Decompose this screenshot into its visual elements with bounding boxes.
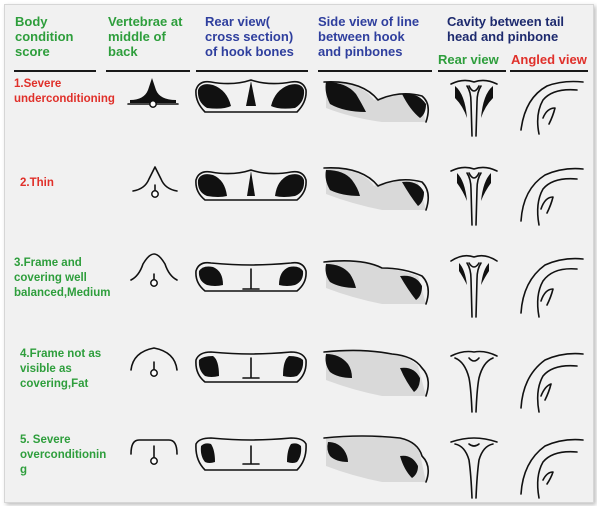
score-label-5: 5. Severe overconditionin g bbox=[20, 433, 106, 478]
vertebra-drawing-4 bbox=[127, 344, 181, 384]
hook-cross-section-1 bbox=[193, 76, 309, 116]
header-rule bbox=[318, 70, 432, 72]
header-cavity-rear: Rear view bbox=[438, 52, 499, 67]
side-view-drawing-2 bbox=[322, 164, 432, 210]
side-view-drawing-3 bbox=[322, 256, 432, 304]
score-label-4: 4.Frame not as visible as covering,Fat bbox=[20, 347, 101, 392]
side-view-drawing-1 bbox=[322, 78, 432, 122]
header-rear-view: Rear view( cross section) of hook bones bbox=[205, 14, 294, 59]
side-view-drawing-4 bbox=[322, 346, 432, 396]
header-rule bbox=[14, 70, 96, 72]
cavity-rear-view-2 bbox=[445, 165, 503, 227]
header-rule bbox=[510, 70, 588, 72]
hook-cross-section-3 bbox=[193, 255, 309, 295]
vertebra-drawing-3 bbox=[127, 252, 181, 292]
cavity-angled-view-3 bbox=[517, 253, 585, 319]
header-cavity: Cavity between tail head and pinbone bbox=[447, 14, 564, 44]
header-rule bbox=[438, 70, 506, 72]
cavity-rear-view-4 bbox=[445, 348, 503, 414]
cavity-angled-view-4 bbox=[517, 348, 585, 414]
cavity-angled-view-5 bbox=[517, 434, 585, 500]
score-label-2: 2.Thin bbox=[20, 176, 54, 191]
score-label-1: 1.Severe underconditioning bbox=[14, 77, 115, 107]
vertebra-drawing-5 bbox=[127, 434, 181, 474]
header-cavity-angled: Angled view bbox=[511, 52, 587, 67]
side-view-drawing-5 bbox=[322, 432, 432, 482]
header-vertebrae: Vertebrae at middle of back bbox=[108, 14, 182, 59]
cavity-rear-view-1 bbox=[445, 78, 503, 138]
cavity-rear-view-5 bbox=[445, 434, 503, 500]
cavity-angled-view-2 bbox=[517, 165, 585, 227]
header-rule bbox=[196, 70, 308, 72]
header-side-view: Side view of line between hook and pinbo… bbox=[318, 14, 419, 59]
vertebra-drawing-1 bbox=[124, 76, 182, 110]
score-label-3: 3.Frame and covering well balanced,Mediu… bbox=[14, 256, 111, 301]
hook-cross-section-4 bbox=[193, 346, 309, 386]
cavity-rear-view-3 bbox=[445, 253, 503, 319]
hook-cross-section-5 bbox=[193, 432, 309, 474]
vertebra-drawing-2 bbox=[129, 163, 181, 201]
cavity-angled-view-1 bbox=[517, 78, 585, 138]
header-score: Body condition score bbox=[15, 14, 74, 59]
hook-cross-section-2 bbox=[193, 164, 309, 204]
header-rule bbox=[106, 70, 190, 72]
